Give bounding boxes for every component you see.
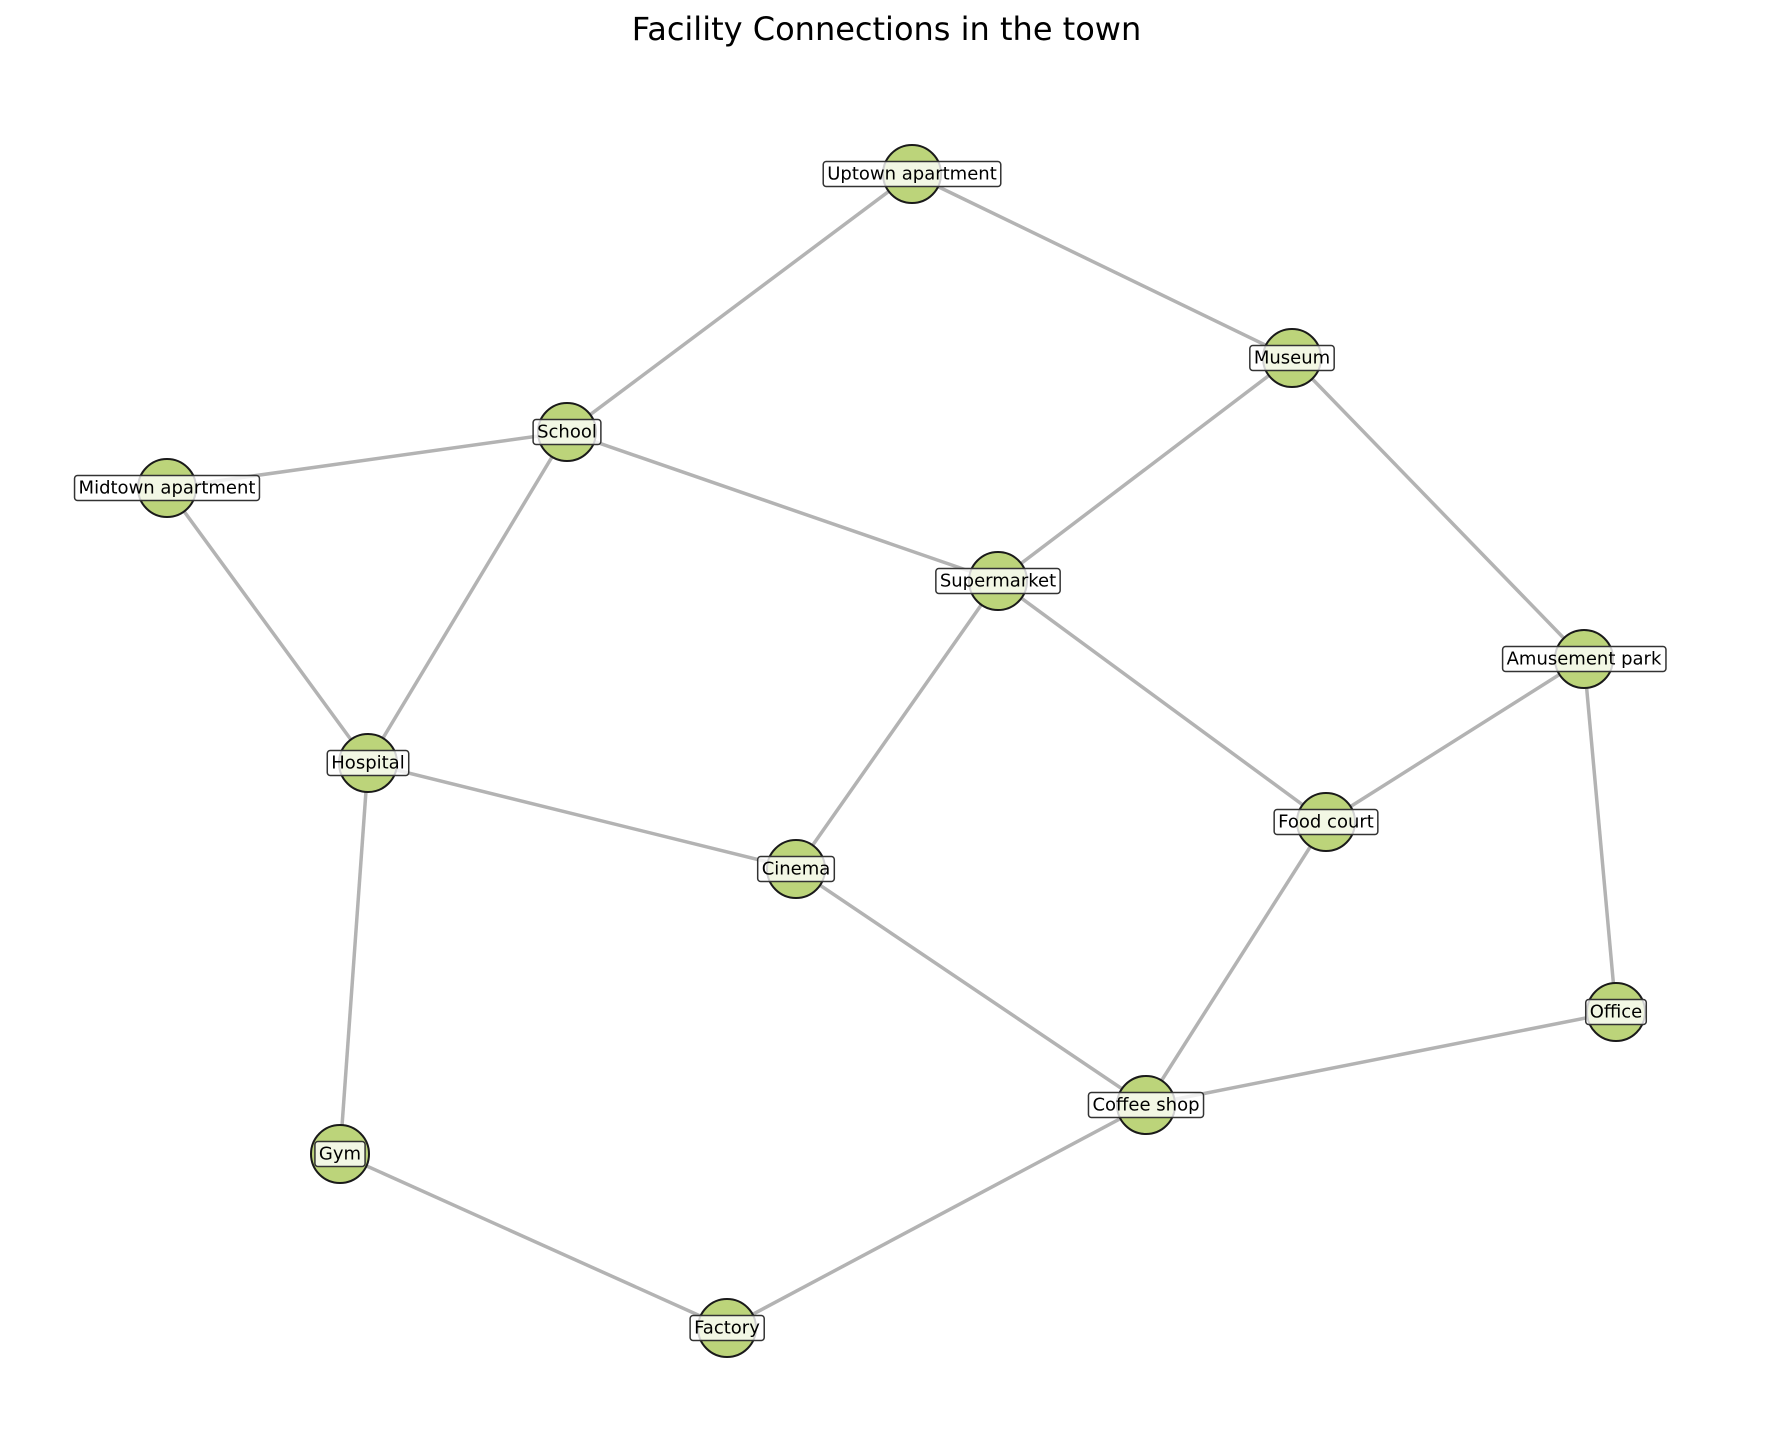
edge-midtown-hospital — [165, 486, 370, 765]
node-coffee: Coffee shop — [1087, 1075, 1205, 1135]
edge-hospital-cinema — [367, 761, 797, 871]
node-label: Gym — [319, 1144, 361, 1165]
node-cinema: Cinema — [756, 839, 836, 899]
node-label-box — [532, 418, 602, 446]
node-label: Museum — [1254, 348, 1330, 369]
node-foodcourt: Food court — [1273, 792, 1379, 852]
node-label-box — [822, 160, 1002, 188]
edge-supermarket-foodcourt — [996, 579, 1328, 824]
node-factory: Factory — [689, 1298, 765, 1358]
node-midtown: Midtown apartment — [73, 458, 261, 518]
node-label: Hospital — [331, 753, 404, 774]
node-label: Food court — [1278, 812, 1374, 833]
edge-school-supermarket — [566, 430, 999, 583]
node-label: Amusement park — [1507, 649, 1662, 670]
edge-uptown-museum — [911, 172, 1293, 360]
edge-gym-factory — [339, 1152, 728, 1330]
edge-uptown-school — [565, 172, 914, 434]
node-label-box — [1501, 645, 1667, 673]
edges-layer — [165, 172, 1618, 1330]
node-label-box — [1249, 344, 1335, 372]
node-label-box — [73, 474, 261, 502]
node-amusement: Amusement park — [1501, 629, 1667, 689]
edge-cinema-coffee — [795, 867, 1147, 1107]
node-label-box — [756, 855, 836, 883]
edge-amusement-office — [1582, 658, 1618, 1013]
node-label-box — [1273, 808, 1379, 836]
node-label: School — [537, 422, 597, 443]
edge-amusement-foodcourt — [1325, 657, 1585, 824]
node-supermarket: Supermarket — [935, 551, 1061, 611]
edge-foodcourt-coffee — [1144, 821, 1328, 1106]
node-gym: Gym — [310, 1124, 370, 1184]
node-label-box — [326, 749, 410, 777]
node-label-box — [314, 1140, 366, 1168]
node-label: Factory — [694, 1318, 760, 1339]
node-label: Uptown apartment — [827, 164, 997, 185]
node-label-box — [1087, 1091, 1205, 1119]
edge-school-hospital — [366, 431, 569, 764]
node-label-box — [689, 1314, 765, 1342]
node-hospital: Hospital — [326, 733, 410, 793]
edge-supermarket-cinema — [794, 579, 1000, 871]
edge-museum-amusement — [1290, 356, 1586, 661]
node-label-box — [935, 567, 1061, 595]
node-label: Midtown apartment — [79, 478, 256, 499]
edge-hospital-gym — [338, 762, 370, 1155]
edge-office-coffee — [1145, 1010, 1617, 1107]
node-uptown: Uptown apartment — [822, 144, 1002, 204]
node-label: Cinema — [762, 859, 831, 880]
node-label: Supermarket — [940, 571, 1056, 592]
edge-coffee-factory — [726, 1103, 1147, 1330]
node-museum: Museum — [1249, 328, 1335, 388]
edge-museum-supermarket — [996, 356, 1294, 583]
node-label: Coffee shop — [1092, 1095, 1199, 1116]
diagram-title: Facility Connections in the town — [631, 10, 1142, 48]
node-school: School — [532, 402, 602, 462]
node-office: Office — [1584, 982, 1648, 1042]
node-label: Office — [1590, 1002, 1643, 1023]
node-label-box — [1584, 998, 1648, 1026]
